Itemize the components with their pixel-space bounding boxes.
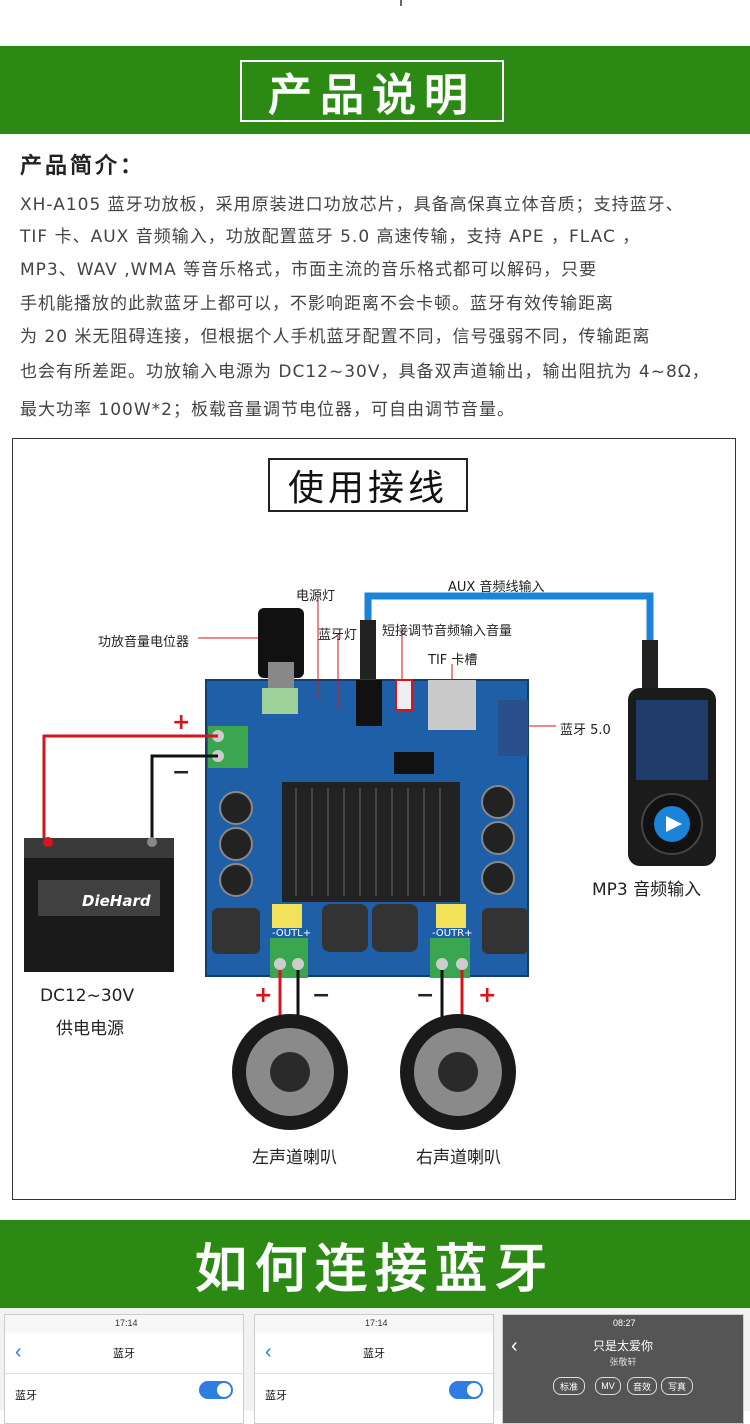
aux-cable <box>364 592 654 640</box>
supply-voltage-label: DC12~30V <box>40 986 135 1006</box>
status-bar: 17:14 <box>255 1315 493 1333</box>
mv-chip[interactable]: MV <box>595 1377 621 1395</box>
mp3-input-label: MP3 音频输入 <box>592 880 702 900</box>
back-icon[interactable]: ‹ <box>15 1341 22 1363</box>
aux-plug-right <box>642 640 658 690</box>
wiring-illustration <box>24 592 716 1130</box>
phone-music-player: 08:27 ‹ 只是太爱你 张敬轩 标准 MV 音效 写真 <box>502 1314 744 1424</box>
banner-title: 如何连接蓝牙 <box>194 1239 555 1300</box>
bt-version-label: 蓝牙 5.0 <box>560 723 611 738</box>
how-to-connect-banner: 如何连接蓝牙 <box>0 1220 750 1308</box>
tif-slot-label: TIF 卡槽 <box>428 653 478 668</box>
phone-bluetooth-settings: 17:14 ‹ 蓝牙 蓝牙 <box>254 1314 494 1424</box>
intro-line: 也会有所差距。功放输入电源为 DC12~30V，具备双声道输出，输出阻抗为 4~… <box>20 362 710 382</box>
plus-sign: + <box>172 710 191 735</box>
photo-chip[interactable]: 写真 <box>661 1377 693 1395</box>
battery-brand: DieHard <box>82 892 151 910</box>
intro-line: XH-A105 蓝牙功放板，采用原装进口功放芯片，具备高保真立体音质；支持蓝牙、 <box>20 195 684 215</box>
outl-mark: -OUTL+ <box>272 928 312 939</box>
back-icon[interactable]: ‹ <box>265 1341 272 1363</box>
status-bar: 08:27 <box>503 1315 743 1333</box>
supply-name-label: 供电电源 <box>56 1019 124 1039</box>
intro-line: 最大功率 100W*2；板载音量调节电位器，可自由调节音量。 <box>20 400 515 420</box>
left-speaker <box>232 1014 348 1130</box>
intro-heading: 产品简介： <box>20 154 146 179</box>
bluetooth-toggle[interactable] <box>199 1381 233 1399</box>
minus-sign: − <box>172 760 191 785</box>
nav-title: 蓝牙 <box>363 1348 385 1360</box>
minus-sign: − <box>312 983 331 1008</box>
phone-bluetooth-settings: 17:14 ‹ 蓝牙 蓝牙 <box>4 1314 244 1424</box>
product-description-banner: 产品说明 <box>0 46 750 134</box>
plus-sign: + <box>254 983 273 1008</box>
divider <box>400 0 402 6</box>
left-speaker-label: 左声道喇叭 <box>252 1148 337 1168</box>
nav-bar: ‹ 蓝牙 <box>255 1333 493 1374</box>
battery-black-wire <box>150 754 218 840</box>
intro-line: MP3、WAV ,WMA 等音乐格式，市面主流的音乐格式都可以解码，只要 <box>20 260 598 280</box>
quality-chip[interactable]: 标准 <box>553 1377 585 1395</box>
battery-red-wire <box>42 734 218 840</box>
left-output-terminal <box>270 938 308 978</box>
status-time: 17:14 <box>365 1318 388 1328</box>
plus-sign: + <box>478 983 497 1008</box>
nav-title: 蓝牙 <box>113 1348 135 1360</box>
status-bar: 17:14 <box>5 1315 243 1333</box>
power-led-label: 电源灯 <box>296 589 336 604</box>
back-icon[interactable]: ‹ <box>511 1335 518 1357</box>
status-time: 08:27 <box>613 1318 636 1328</box>
nav-bar: ‹ 蓝牙 <box>5 1333 243 1374</box>
right-output-terminal <box>430 938 470 978</box>
intro-line: TIF 卡、AUX 音频输入，功放配置蓝牙 5.0 高速传输，支持 APE ，F… <box>20 227 641 247</box>
right-speaker-label: 右声道喇叭 <box>416 1148 501 1168</box>
banner-title: 产品说明 <box>240 60 504 122</box>
right-speaker <box>400 1014 516 1130</box>
wiring-title: 使用接线 <box>268 458 468 512</box>
song-title: 只是太爱你 <box>592 1339 653 1353</box>
aux-label: AUX 音频线输入 <box>448 580 545 595</box>
outr-mark: -OUTR+ <box>432 928 473 939</box>
intro-line: 为 20 米无阻碍连接，但根据个人手机蓝牙配置不同，信号强弱不同，传输距离 <box>20 327 651 347</box>
bt-led-label: 蓝牙灯 <box>318 628 358 643</box>
phone-screenshots: 17:14 ‹ 蓝牙 蓝牙 17:14 ‹ 蓝牙 蓝牙 08:27 ‹ 只是太爱… <box>0 1308 750 1424</box>
status-time: 17:14 <box>115 1318 138 1328</box>
minus-sign: − <box>416 983 435 1008</box>
volume-knob <box>258 608 304 678</box>
top-strip <box>0 0 750 46</box>
short-adjust-label: 短接调节音频输入音量 <box>382 624 513 639</box>
bluetooth-row-label: 蓝牙 <box>265 1390 287 1402</box>
volume-pot-label: 功放音量电位器 <box>98 635 190 650</box>
bluetooth-row-label: 蓝牙 <box>15 1390 37 1402</box>
heatsink <box>282 782 460 902</box>
aux-plug-left <box>360 620 376 680</box>
intro-line: 手机能播放的此款蓝牙上都可以，不影响距离不会卡顿。蓝牙有效传输距离 <box>20 294 614 314</box>
bluetooth-toggle[interactable] <box>449 1381 483 1399</box>
song-artist: 张敬轩 <box>609 1357 637 1367</box>
effect-chip[interactable]: 音效 <box>627 1377 657 1395</box>
